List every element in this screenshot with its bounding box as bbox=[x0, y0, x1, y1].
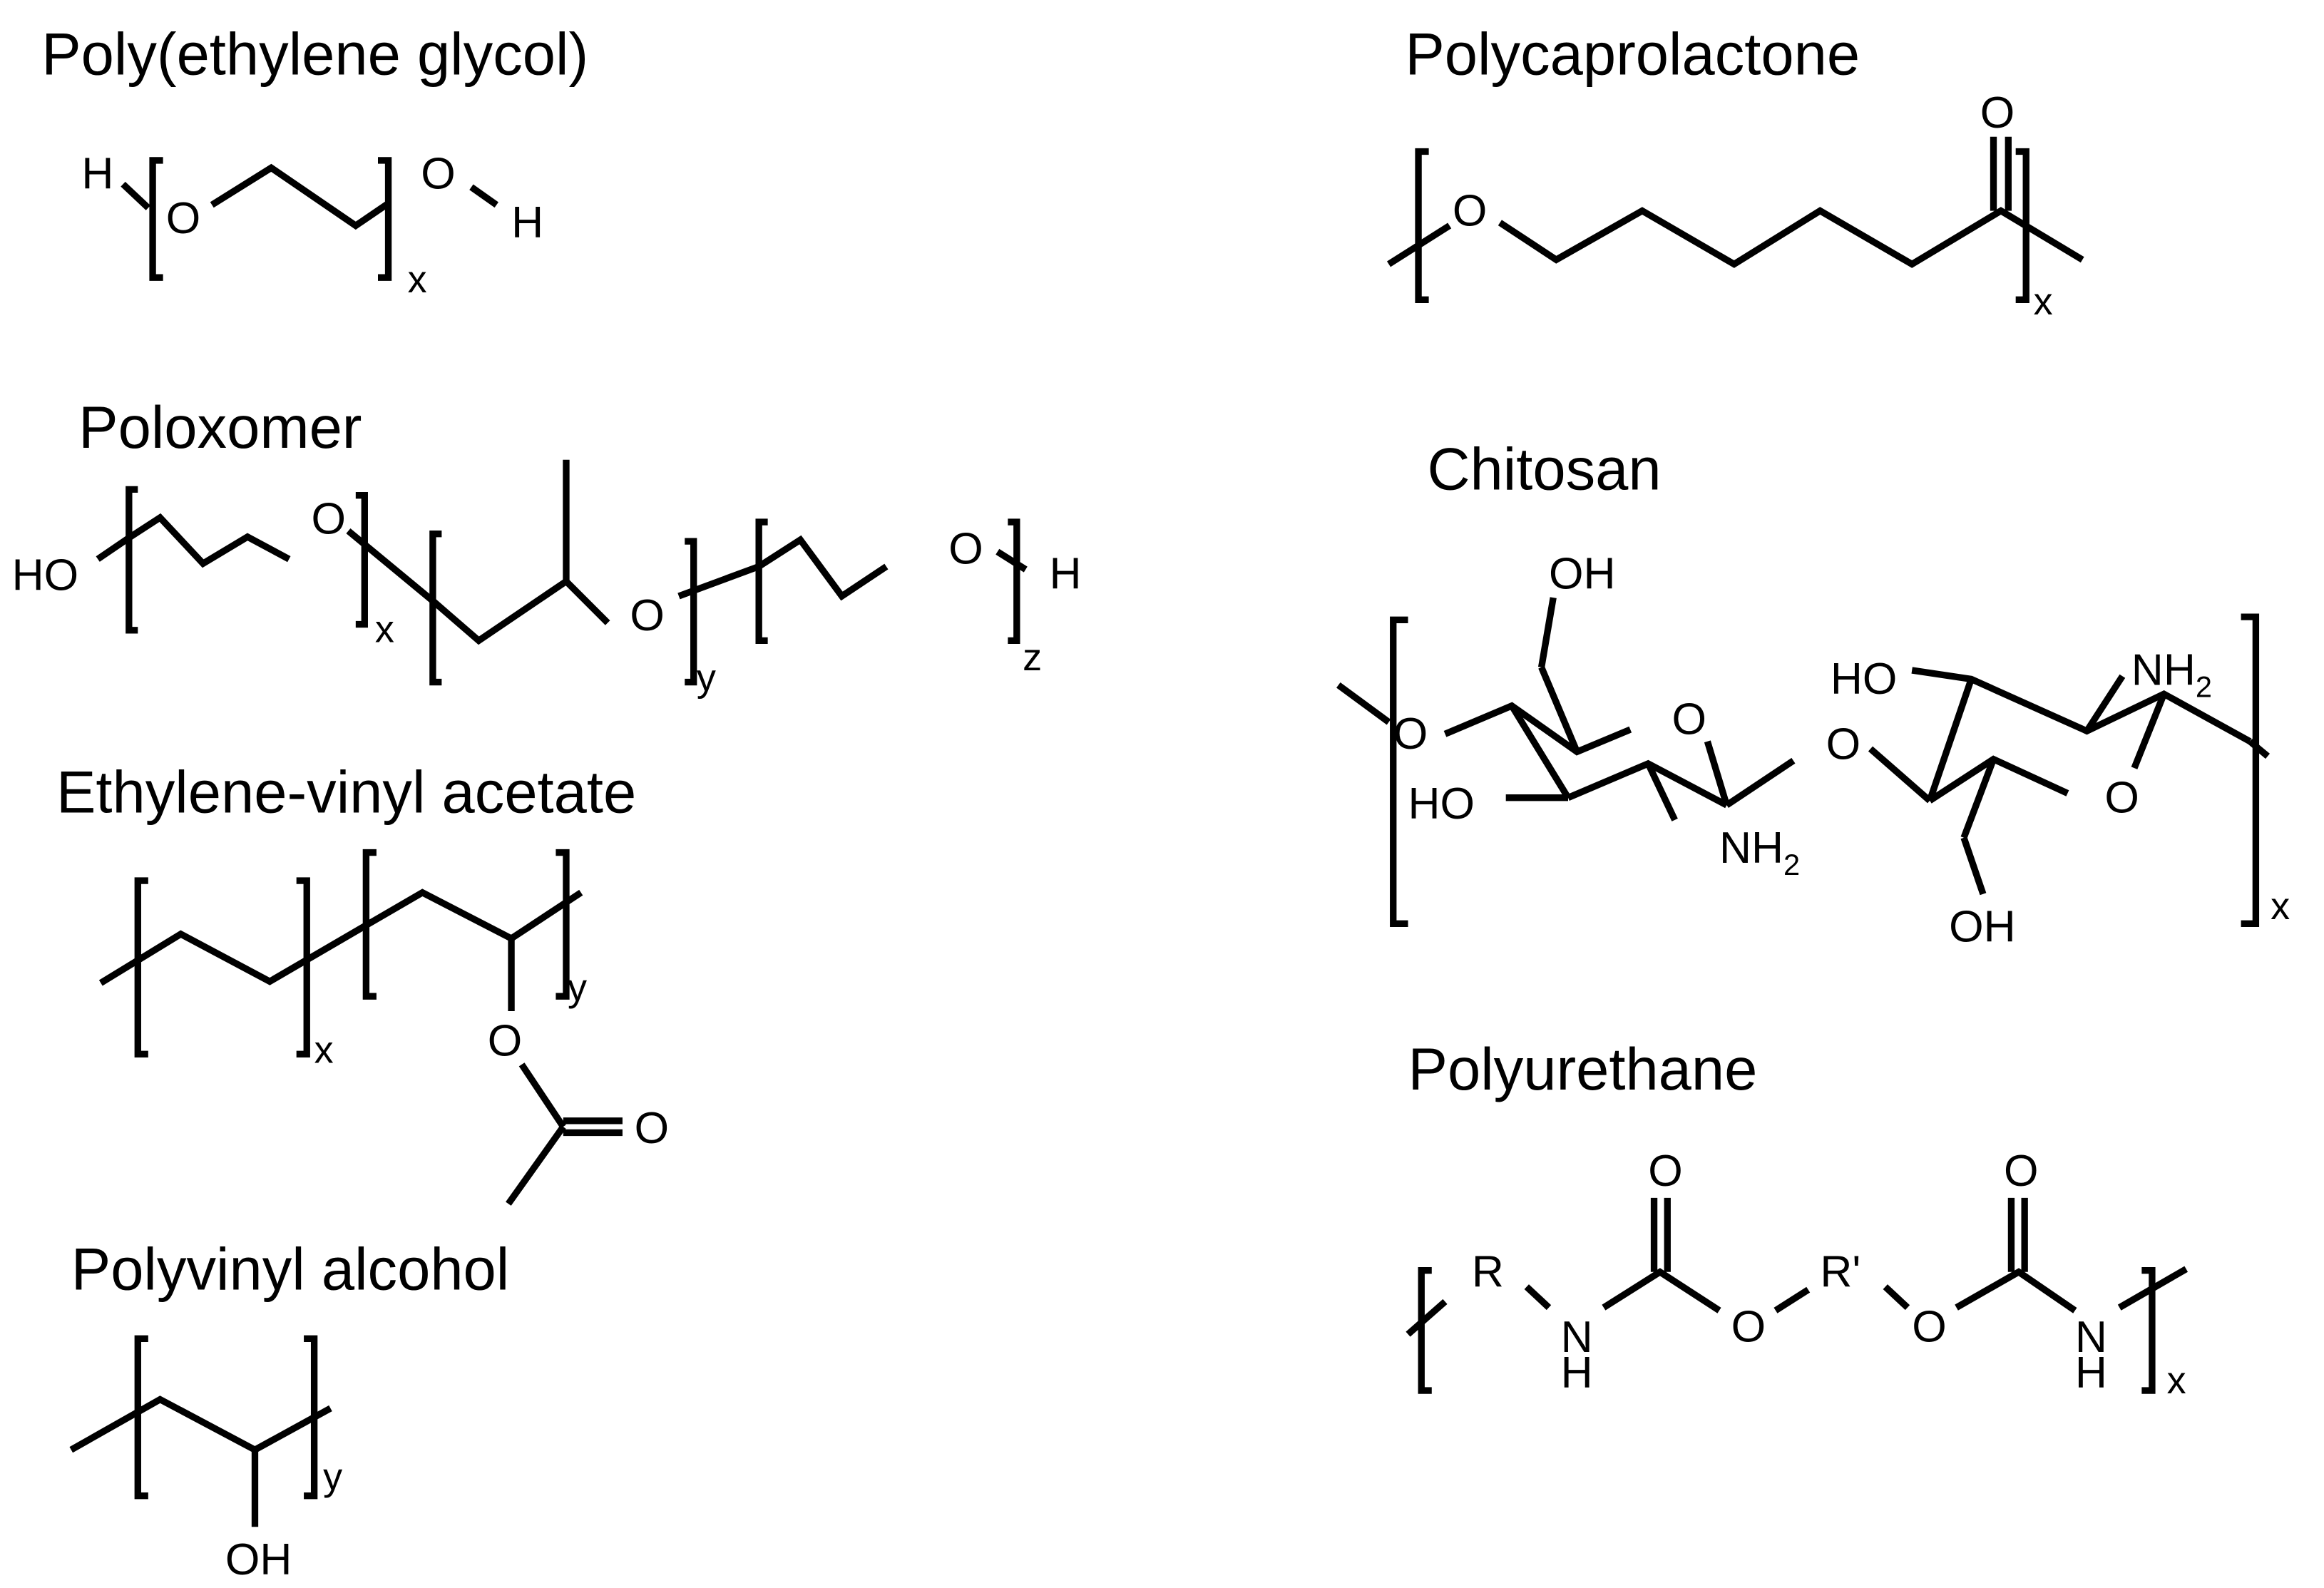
poloxomer-title: Poloxomer bbox=[78, 394, 362, 461]
peg-atom-h1: H bbox=[81, 149, 113, 198]
chitosan-atom-ho-left: HO bbox=[1408, 779, 1475, 829]
pva-structure: Polyvinyl alcohol y OH bbox=[69, 1236, 510, 1584]
pva-title: Polyvinyl alcohol bbox=[71, 1236, 510, 1303]
polyurethane-atom-h1: H bbox=[1561, 1348, 1593, 1398]
chitosan-atom-o-ring2: O bbox=[2104, 773, 2139, 822]
pcl-repeat-x: x bbox=[2034, 280, 2053, 323]
eva-structure: Ethylene-vinyl acetate x y O O bbox=[56, 759, 670, 1206]
chitosan-atom-nh2-b: NH2 bbox=[2131, 646, 2212, 704]
polyurethane-atom-o1: O bbox=[1731, 1302, 1766, 1351]
poloxomer-atom-o1: O bbox=[311, 495, 346, 544]
polyurethane-atom-r: R bbox=[1472, 1248, 1504, 1297]
eva-atom-o2: O bbox=[635, 1104, 670, 1153]
chitosan-atom-oh-top: OH bbox=[1549, 550, 1616, 599]
polyurethane-atom-r2: R' bbox=[1820, 1248, 1860, 1297]
poloxomer-repeat-y: y bbox=[697, 657, 716, 700]
polyurethane-atom-o2: O bbox=[1912, 1302, 1946, 1351]
polyurethane-atom-o-top2: O bbox=[2004, 1147, 2038, 1196]
chitosan-atom-o-left: O bbox=[1393, 710, 1428, 759]
poloxomer-repeat-x: x bbox=[375, 608, 394, 650]
pva-atom-oh: OH bbox=[225, 1535, 292, 1584]
peg-repeat-x: x bbox=[408, 258, 427, 301]
peg-atom-o2: O bbox=[421, 149, 456, 198]
peg-atom-h2: H bbox=[511, 198, 543, 247]
eva-atom-o1: O bbox=[488, 1016, 523, 1065]
polyurethane-atom-n1: N bbox=[1561, 1313, 1593, 1362]
poloxomer-structure: Poloxomer HO O x O y O z H bbox=[12, 394, 1082, 700]
eva-repeat-x: x bbox=[314, 1029, 334, 1072]
pcl-structure: Polycaprolactone O O x bbox=[1386, 21, 2084, 323]
polyurethane-repeat-x: x bbox=[2167, 1359, 2186, 1402]
polyurethane-title: Polyurethane bbox=[1408, 1036, 1758, 1102]
polyurethane-structure: Polyurethane R N H O O R' O O N H x bbox=[1406, 1036, 2189, 1402]
poloxomer-atom-h: H bbox=[1050, 550, 1082, 599]
chitosan-atom-o-ring1: O bbox=[1672, 695, 1706, 744]
peg-structure: Poly(ethylene glycol) H O x O H bbox=[41, 21, 588, 301]
pcl-atom-o2: O bbox=[1980, 88, 2015, 138]
polyurethane-atom-o-top1: O bbox=[1648, 1147, 1683, 1196]
chitosan-repeat-x: x bbox=[2271, 885, 2290, 928]
poloxomer-atom-o2: O bbox=[630, 591, 665, 640]
chitosan-atom-nh2-a: NH2 bbox=[1719, 824, 1800, 881]
chitosan-atom-ho-right: HO bbox=[1831, 655, 1898, 704]
pcl-atom-o1: O bbox=[1453, 186, 1488, 235]
chitosan-atom-o-bridge: O bbox=[1826, 720, 1861, 769]
pva-repeat-y: y bbox=[323, 1455, 342, 1498]
peg-title: Poly(ethylene glycol) bbox=[41, 21, 588, 87]
chitosan-structure: Chitosan x O OH O HO NH2 O HO NH2 O OH bbox=[1336, 436, 2290, 951]
chitosan-atom-oh-bottom: OH bbox=[1949, 902, 2016, 951]
eva-repeat-y: y bbox=[568, 966, 587, 1009]
poloxomer-repeat-z: z bbox=[1023, 636, 1042, 679]
polyurethane-atom-h2: H bbox=[2075, 1348, 2107, 1398]
poloxomer-atom-o3: O bbox=[948, 524, 983, 573]
chitosan-title: Chitosan bbox=[1428, 436, 1662, 502]
eva-title: Ethylene-vinyl acetate bbox=[56, 759, 636, 825]
poloxomer-atom-ho: HO bbox=[12, 551, 79, 600]
pcl-title: Polycaprolactone bbox=[1405, 21, 1860, 87]
polyurethane-atom-n2: N bbox=[2075, 1313, 2107, 1362]
peg-atom-o1: O bbox=[166, 194, 200, 243]
